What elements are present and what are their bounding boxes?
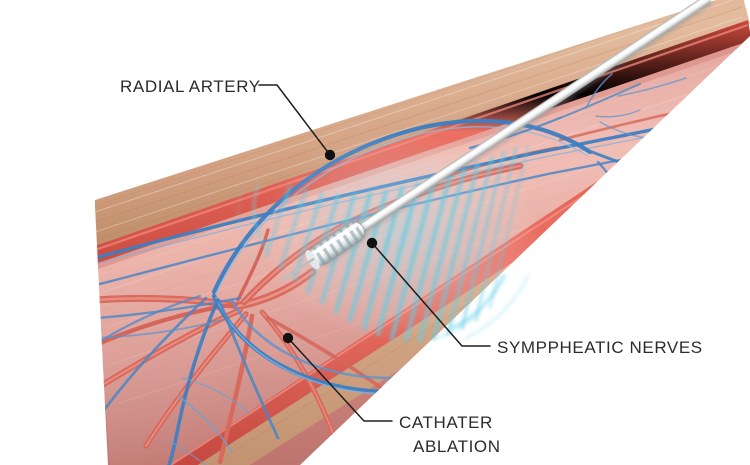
energy-outer-arcs xyxy=(428,274,530,342)
electrode-distal-wire xyxy=(282,257,315,281)
leader-sympheatic-nerves xyxy=(371,242,491,347)
leader-cathater-ablation xyxy=(287,337,393,422)
label-sympheatic-nerves: SYMPPHEATIC NERVES xyxy=(497,338,703,357)
label-cathater-ablation-line1: CATHATER xyxy=(399,413,493,432)
energy-outer-arcs-left xyxy=(237,184,270,266)
leader-radial-artery xyxy=(258,84,331,156)
skin-striation-top xyxy=(95,0,743,241)
catheter-shaft xyxy=(350,0,711,238)
label-radial-artery: RADIAL ARTERY xyxy=(120,77,261,96)
dot-sympheatic-nerves xyxy=(366,237,378,249)
callout-dots xyxy=(282,149,378,344)
skin-layer-top xyxy=(95,0,750,248)
energy-waves xyxy=(264,144,530,342)
electrode-highlight xyxy=(311,223,358,256)
dot-cathater-ablation xyxy=(282,332,294,344)
ablation-catheter xyxy=(282,0,713,281)
dot-radial-artery xyxy=(324,149,336,161)
ablation-electrode xyxy=(282,220,367,281)
rf-energy-field xyxy=(237,130,540,342)
label-cathater-ablation-line2: ABLATION xyxy=(413,437,501,456)
catheter-shaft-highlight xyxy=(349,0,709,234)
callout-leaders xyxy=(258,84,491,422)
energy-glow xyxy=(260,130,540,340)
